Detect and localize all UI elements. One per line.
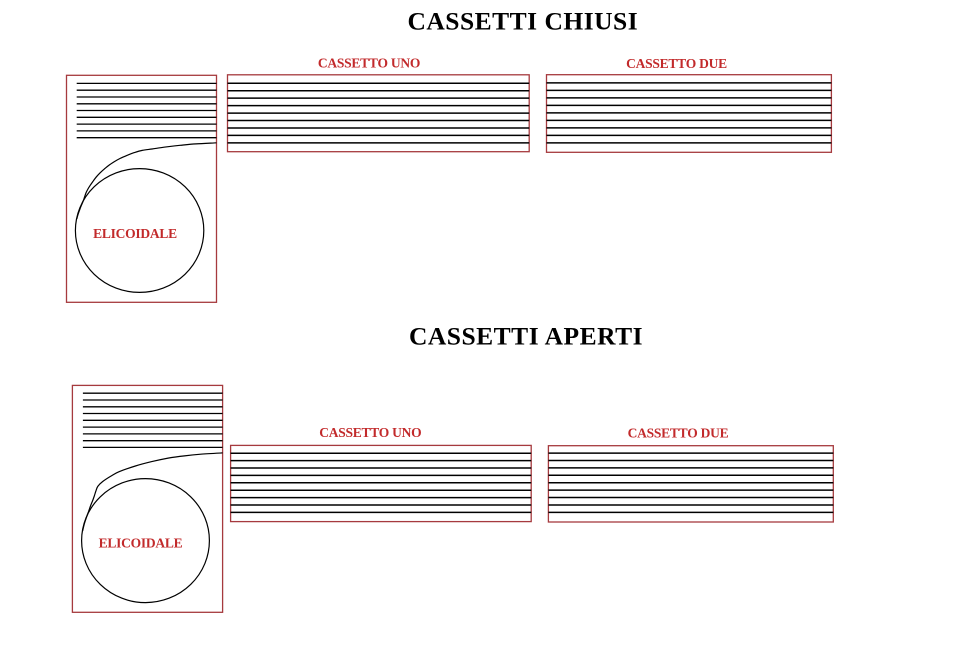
- svg-text:CASSETTO DUE: CASSETTO DUE: [626, 56, 727, 71]
- svg-text:CASSETTO UNO: CASSETTO UNO: [319, 425, 421, 440]
- svg-text:CASSETTO DUE: CASSETTO DUE: [628, 426, 729, 441]
- svg-text:CASSETTI APERTI: CASSETTI APERTI: [409, 322, 643, 351]
- svg-text:CASSETTO UNO: CASSETTO UNO: [318, 56, 420, 71]
- svg-text:ELICOIDALE: ELICOIDALE: [93, 226, 177, 241]
- svg-text:ELICOIDALE: ELICOIDALE: [99, 536, 183, 551]
- svg-text:CASSETTI CHIUSI: CASSETTI CHIUSI: [407, 7, 638, 36]
